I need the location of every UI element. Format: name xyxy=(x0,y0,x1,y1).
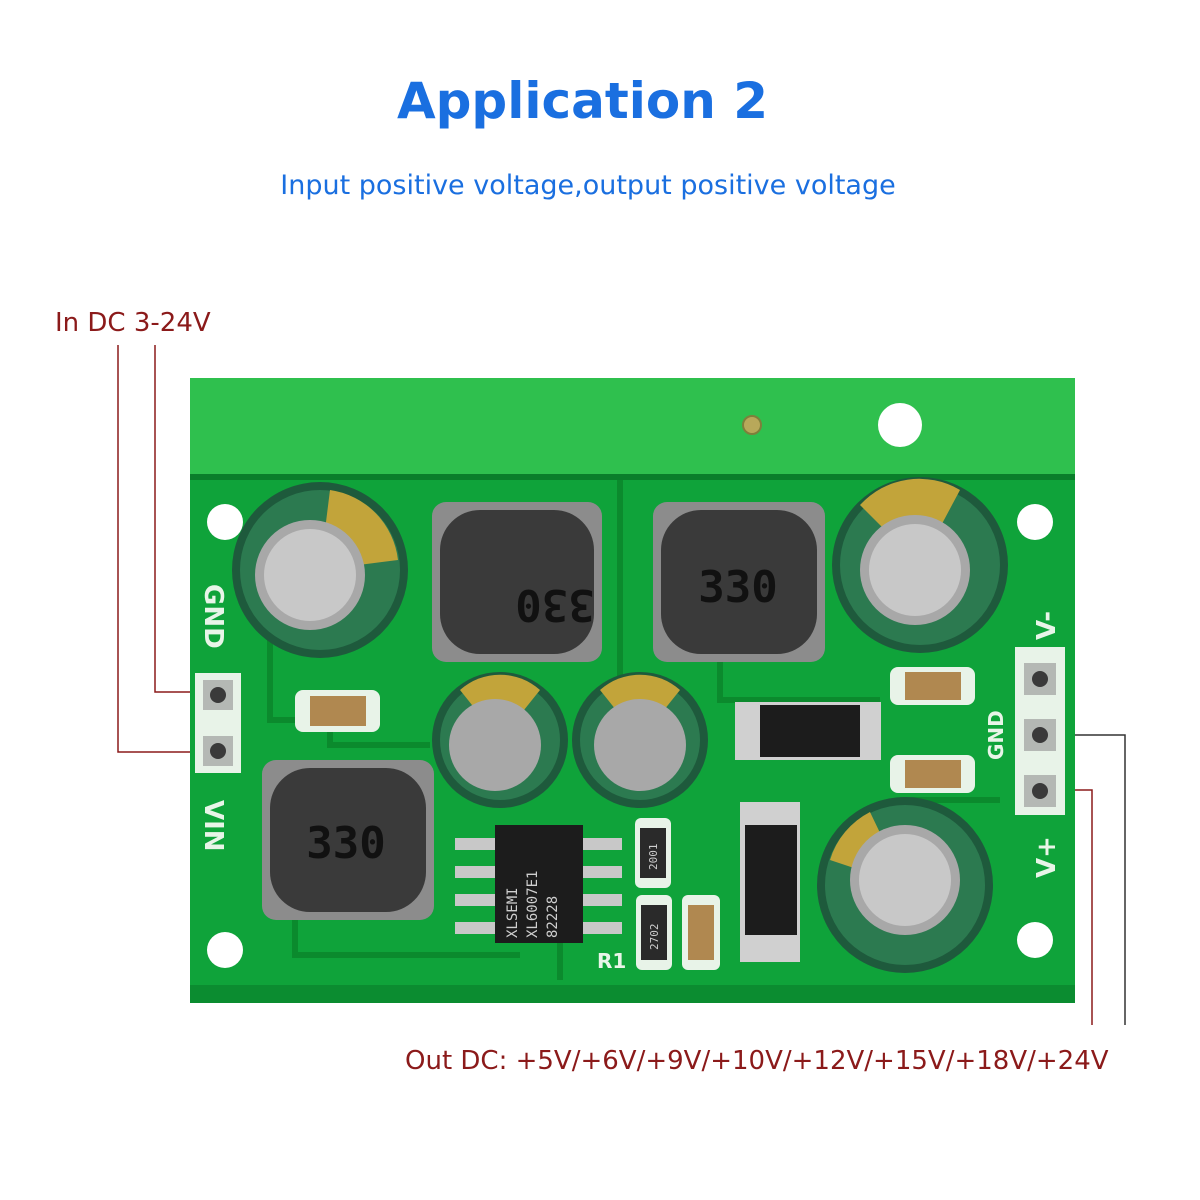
capacitor-bottom-right xyxy=(817,797,993,973)
page-title: Application 2 xyxy=(396,72,769,130)
chip-line-3: 82228 xyxy=(545,896,561,938)
smd-parts: 2001 2702 R1 xyxy=(295,667,975,973)
pin-label-gnd-right: GND xyxy=(984,710,1008,760)
resistor-code-1: 2001 xyxy=(647,844,660,871)
inductor-marking-bottom-left: 330 xyxy=(306,818,385,869)
inductor-top-right: 330 xyxy=(653,502,825,662)
input-voltage-label: In DC 3-24V xyxy=(55,308,211,338)
inductor-marking-top-right: 330 xyxy=(698,562,777,613)
capacitor-top-left xyxy=(232,482,408,658)
pin-label-vin: VIN xyxy=(198,800,228,852)
page-subtitle: Input positive voltage,output positive v… xyxy=(280,170,896,201)
chip-line-2: XL6007E1 xyxy=(525,871,541,938)
inductor-marking-top-center: 330 xyxy=(515,579,594,630)
pin-label-v-plus: V+ xyxy=(1032,836,1062,878)
ic-chip: XLSEMI XL6007E1 82228 xyxy=(455,825,622,943)
pin-label-gnd-left: GND xyxy=(198,584,228,649)
resistor-ref-r1: R1 xyxy=(597,949,626,973)
pin-label-v-minus: V- xyxy=(1032,611,1062,640)
inductor-bottom-left: 330 xyxy=(262,760,434,920)
diode-lower xyxy=(740,802,800,962)
capacitor-top-right xyxy=(832,477,1008,653)
resistor-code-2: 2702 xyxy=(648,924,661,951)
capacitor-center-right xyxy=(572,672,708,808)
output-voltage-label: Out DC: +5V/+6V/+9V/+10V/+12V/+15V/+18V/… xyxy=(405,1046,1109,1076)
chip-line-1: XLSEMI xyxy=(505,887,521,938)
right-pin-header: V- GND V+ xyxy=(984,611,1065,878)
capacitor-center-left xyxy=(432,672,568,808)
diode-upper xyxy=(735,702,881,760)
inductor-top-center: 330 xyxy=(432,502,602,662)
left-pin-header: GND VIN xyxy=(195,584,241,852)
